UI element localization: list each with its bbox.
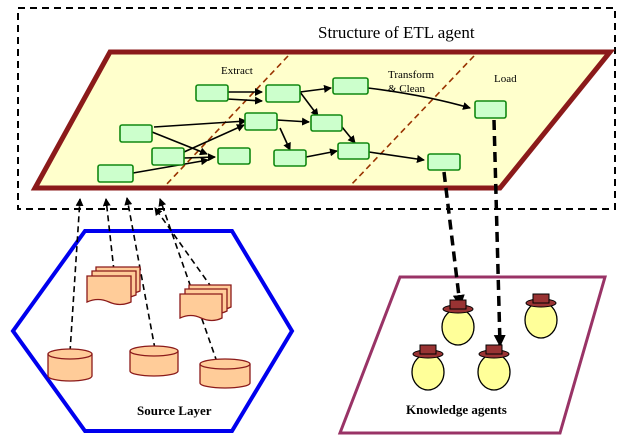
load-arrows — [442, 119, 506, 347]
source-document-stack — [179, 284, 232, 322]
stage-label-transform: Transform — [388, 69, 434, 81]
process-nodes — [97, 77, 507, 183]
knowledge-agents-label: Knowledge agents — [406, 402, 507, 417]
source-layer-hexagon — [10, 229, 295, 433]
source-document-stack — [86, 266, 141, 306]
source-arrows — [69, 197, 218, 363]
process-node — [332, 77, 369, 95]
etl-agent-boundary — [17, 7, 616, 210]
knowledge-agent — [441, 299, 475, 346]
process-node — [474, 100, 507, 119]
process-node — [151, 147, 185, 166]
process-node — [265, 84, 301, 103]
process-node — [244, 112, 278, 131]
diagram-title: Structure of ETL agent — [318, 23, 475, 42]
source-database — [199, 358, 251, 389]
stage-label-load: Load — [494, 73, 517, 85]
stage-label-extract: Extract — [221, 65, 253, 77]
process-node — [195, 84, 229, 102]
process-arrows — [132, 84, 471, 174]
knowledge-agent — [477, 344, 511, 391]
knowledge-agent — [524, 293, 558, 339]
source-layer-label: Source Layer — [137, 403, 212, 418]
process-node — [97, 164, 134, 183]
process-node — [119, 124, 153, 143]
source-database — [129, 345, 179, 377]
knowledge-agent — [411, 344, 445, 391]
process-node — [273, 149, 307, 167]
process-node — [310, 114, 343, 132]
source-database — [47, 348, 93, 382]
process-node — [337, 142, 370, 160]
process-node — [427, 153, 461, 171]
process-node — [217, 147, 251, 165]
